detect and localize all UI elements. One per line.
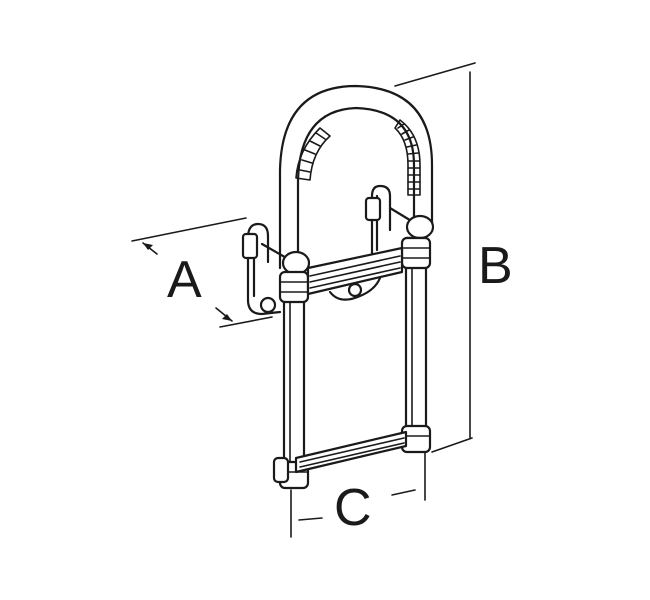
dimension-b: B (394, 62, 513, 453)
handrail-grip-left (295, 127, 331, 181)
dimension-c-label: C (334, 479, 372, 537)
left-rail-upper-collar (278, 270, 310, 304)
dimension-b-top-extension (394, 62, 476, 87)
dimension-a-upper-arrowhead (143, 243, 153, 250)
dimension-a-lower-arrowhead (222, 314, 232, 321)
right-hook-clamp (364, 196, 382, 222)
left-hook-clamp (241, 232, 259, 260)
handrail-inner-edge (296, 106, 416, 264)
handrail-arch (278, 84, 434, 270)
right-rail-tube (404, 236, 428, 448)
upper-step (306, 246, 404, 301)
left-rail-tube (282, 273, 306, 482)
right-top-knob (405, 214, 435, 240)
dimension-c: C (290, 451, 426, 538)
lower-step-groove-1 (299, 437, 405, 463)
upper-step-groove-3 (309, 267, 401, 289)
handrail-outer-edge (278, 84, 434, 270)
left-hook-bottom-curve (246, 298, 282, 316)
handrail-grip (394, 119, 421, 196)
right-hook-arm (370, 184, 392, 257)
lower-step (272, 430, 408, 484)
upper-step-groove-2 (309, 261, 401, 283)
dimension-c-left-line (298, 517, 323, 521)
lower-step-groove-2 (299, 442, 405, 468)
dimension-b-label: B (478, 237, 513, 295)
dimension-a: A (131, 217, 273, 328)
left-hook-bolt (259, 296, 277, 314)
dimension-a-label: A (167, 251, 202, 309)
handrail-grip-texture (397, 123, 421, 190)
left-hook-arm (246, 222, 270, 302)
lower-step-tread (294, 430, 408, 474)
left-top-knob (281, 250, 311, 276)
handrail-grip-left-texture (299, 132, 326, 173)
upper-step-bolt (347, 282, 363, 298)
right-rail (400, 236, 432, 454)
left-hook (241, 222, 311, 316)
lower-step-end-cap (272, 456, 290, 484)
right-rail-upper-collar (400, 236, 432, 270)
upper-step-groove-1 (309, 255, 401, 277)
dimension-a-top-extension (131, 217, 247, 242)
dimension-c-right-line (391, 489, 416, 496)
dimension-a-bottom-extension (219, 316, 273, 328)
right-hook (364, 184, 435, 257)
upper-step-bracket (328, 276, 382, 301)
dimension-b-bottom-extension (431, 437, 473, 453)
